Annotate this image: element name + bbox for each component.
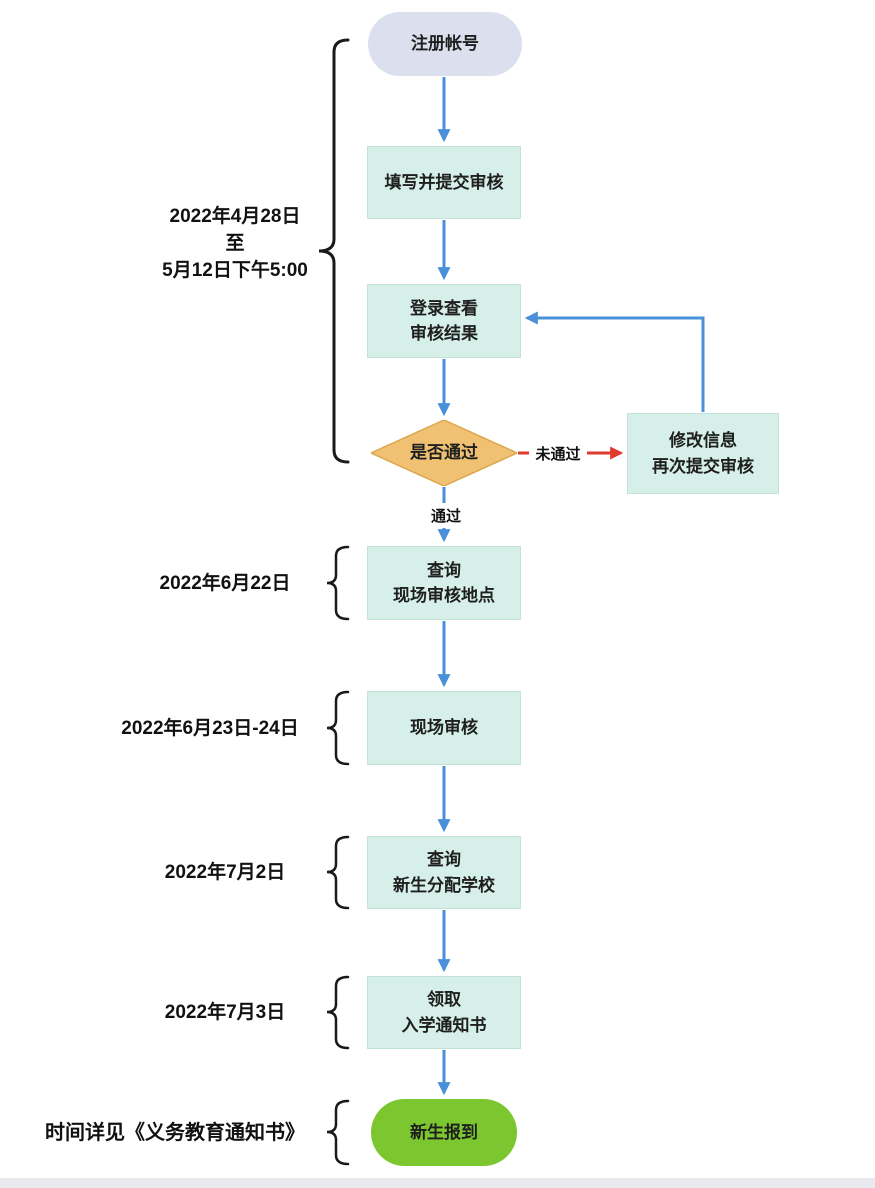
- node-query-review-site: 查询 现场审核地点: [367, 546, 521, 620]
- node-query-review-site-label: 查询 现场审核地点: [393, 560, 495, 606]
- node-query-assigned-school-label: 查询 新生分配学校: [393, 850, 495, 895]
- node-register-account-label: 注册帐号: [411, 34, 479, 54]
- bracket-query-site: [326, 545, 350, 621]
- node-check-result-label: 登录查看 审核结果: [410, 298, 478, 344]
- edge-label-fail: 未通过: [529, 441, 587, 466]
- node-check-result: 登录查看 审核结果: [367, 284, 521, 358]
- node-submit-review-label: 填写并提交审核: [384, 172, 504, 192]
- node-decision-pass-label: 是否通过: [410, 443, 478, 463]
- node-onsite-review: 现场审核: [367, 691, 521, 765]
- arrow-retry-to-check: [524, 311, 705, 412]
- annotation-date-query-school: 2022年7月2日: [164, 862, 286, 883]
- annotation-date-end: 时间详见《义务教育通知书》: [45, 1122, 305, 1144]
- node-receive-admission-notice-label: 领取 入学通知书: [401, 990, 487, 1035]
- node-decision-pass: 是否通过: [371, 420, 517, 486]
- page-bottom-edge: [0, 1178, 875, 1188]
- node-retry-submit-label: 修改信息 再次提交审核: [652, 431, 754, 476]
- bracket-notice: [326, 975, 350, 1050]
- node-retry-submit: 修改信息 再次提交审核: [627, 413, 779, 494]
- edge-label-pass: 通过: [423, 503, 469, 528]
- node-submit-review: 填写并提交审核: [367, 146, 521, 219]
- node-new-student-report-label: 新生报到: [410, 1122, 478, 1142]
- bracket-onsite: [326, 690, 350, 766]
- decision-diamond-shape: [371, 420, 517, 486]
- node-new-student-report: 新生报到: [371, 1099, 517, 1166]
- annotation-date-query-site: 2022年6月22日: [159, 573, 291, 594]
- annotation-date-notice: 2022年7月3日: [164, 1002, 286, 1023]
- node-query-assigned-school: 查询 新生分配学校: [367, 836, 521, 909]
- bracket-query-school: [326, 835, 350, 910]
- annotation-date-onsite: 2022年6月23日-24日: [121, 718, 299, 739]
- node-receive-admission-notice: 领取 入学通知书: [367, 976, 521, 1049]
- node-register-account: 注册帐号: [368, 12, 522, 76]
- annotation-phase1-dates: 2022年4月28日 至 5月12日下午5:00: [162, 206, 308, 281]
- node-onsite-review-label: 现场审核: [410, 718, 478, 738]
